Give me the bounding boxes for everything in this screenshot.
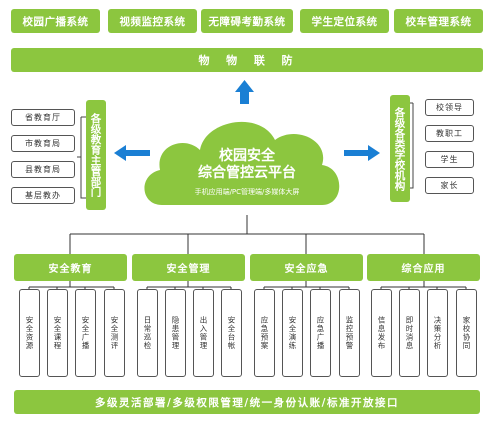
left-item: 县教育局: [11, 161, 75, 178]
left-group-title: 各级教育主管部门: [86, 100, 106, 210]
system-box: 视频监控系统: [108, 9, 197, 33]
sub-item: 日常巡检: [137, 289, 158, 377]
right-group-title: 各级各类学校机构: [390, 95, 410, 202]
iot-bar: 物 物 联 防: [11, 48, 483, 72]
sub-item: 家校协同: [456, 289, 477, 377]
cloud-title: 校园安全 综合管控云平台: [160, 148, 334, 182]
cloud-subtitle: 手机应用端/PC管理端/多媒体大屏: [194, 188, 300, 196]
left-bracket: [77, 116, 86, 199]
bottom-bar: 多级灵活部署/多级权限管理/统一身份认账/标准开放接口: [14, 390, 480, 414]
system-box: 校车管理系统: [394, 9, 483, 33]
sub-item: 安全台帐: [221, 289, 242, 377]
arrow-left-icon: [114, 145, 150, 161]
sub-item: 安全演练: [282, 289, 303, 377]
right-item: 教职工: [425, 125, 474, 142]
right-item: 家长: [425, 177, 474, 194]
sub-item: 安全课程: [47, 289, 68, 377]
category-header: 安全教育: [14, 254, 127, 281]
left-item: 基层教办: [11, 187, 75, 204]
right-item: 学生: [425, 151, 474, 168]
category-header: 安全管理: [132, 254, 245, 281]
arrow-right-icon: [344, 145, 380, 161]
category-header: 综合应用: [367, 254, 480, 281]
sub-item: 安全资源: [19, 289, 40, 377]
tree-lines: [28, 215, 467, 289]
system-box: 学生定位系统: [300, 9, 389, 33]
system-box: 校园广播系统: [11, 9, 100, 33]
system-box: 无障碍考勤系统: [201, 9, 293, 33]
cloud-shape: [144, 121, 340, 205]
sub-item: 出入管理: [193, 289, 214, 377]
cloud-title-line2: 综合管控云平台: [198, 165, 296, 181]
sub-item: 隐患管理: [165, 289, 186, 377]
left-item: 市教育局: [11, 135, 75, 152]
left-item: 省教育厅: [11, 109, 75, 126]
sub-item: 即时消息: [399, 289, 420, 377]
sub-item: 应急预案: [254, 289, 275, 377]
arrow-up-icon: [235, 80, 254, 104]
sub-item: 应急广播: [310, 289, 331, 377]
sub-item: 安全测评: [104, 289, 125, 377]
sub-item: 安全广播: [75, 289, 96, 377]
right-item: 校领导: [425, 99, 474, 116]
sub-item: 信息发布: [371, 289, 392, 377]
sub-item: 监控预警: [339, 289, 360, 377]
sub-item: 决策分析: [427, 289, 448, 377]
cloud-title-line1: 校园安全: [219, 148, 275, 164]
category-header: 安全应急: [250, 254, 363, 281]
